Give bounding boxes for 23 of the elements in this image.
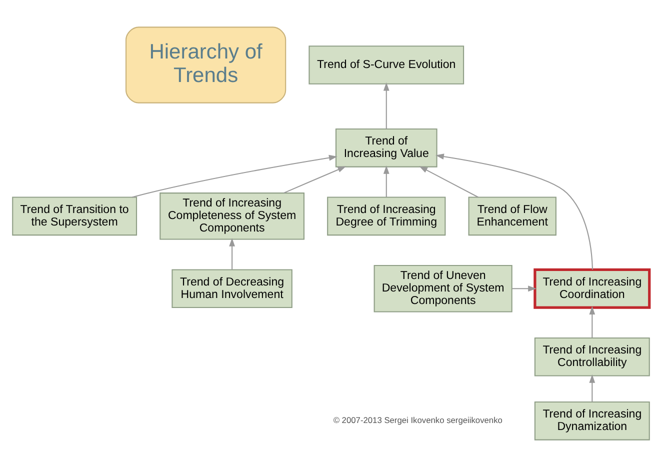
label: © 2007-2013 Sergei Ikovenko sergeiikovenko xyxy=(333,414,502,424)
node-box: Trend of Increasing Completeness of System Components xyxy=(160,192,304,240)
arrow xyxy=(436,153,594,270)
node-box: Trend of Decreasing Human Involvement xyxy=(172,268,292,308)
arrow xyxy=(229,237,235,269)
arrow xyxy=(284,166,346,193)
node-box: Trend of Flow Enhancement xyxy=(468,196,556,236)
node-box: Trend of S-Curve Evolution xyxy=(308,45,464,84)
arrow xyxy=(383,164,390,197)
node-box: Trend of Increasing Controllability xyxy=(534,336,650,376)
node-box: Hierarchy of Trends xyxy=(125,26,286,103)
arrow xyxy=(589,306,596,338)
node-box: Trend of Increasing Dynamization xyxy=(534,400,650,440)
node-box: Trend of Increasing Value xyxy=(335,128,438,167)
node-box: Trend of Increasing Coordination xyxy=(534,268,651,308)
node-box: Trend of Increasing Degree of Trimming xyxy=(327,196,446,236)
arrow xyxy=(589,374,596,402)
node-box: Trend of Uneven Development of System Components xyxy=(374,264,512,312)
arrow xyxy=(512,285,536,292)
arrow xyxy=(383,82,390,128)
arrow xyxy=(419,166,479,198)
arrow xyxy=(132,154,338,198)
node-box: Trend of Transition to the Supersystem xyxy=(12,196,138,236)
